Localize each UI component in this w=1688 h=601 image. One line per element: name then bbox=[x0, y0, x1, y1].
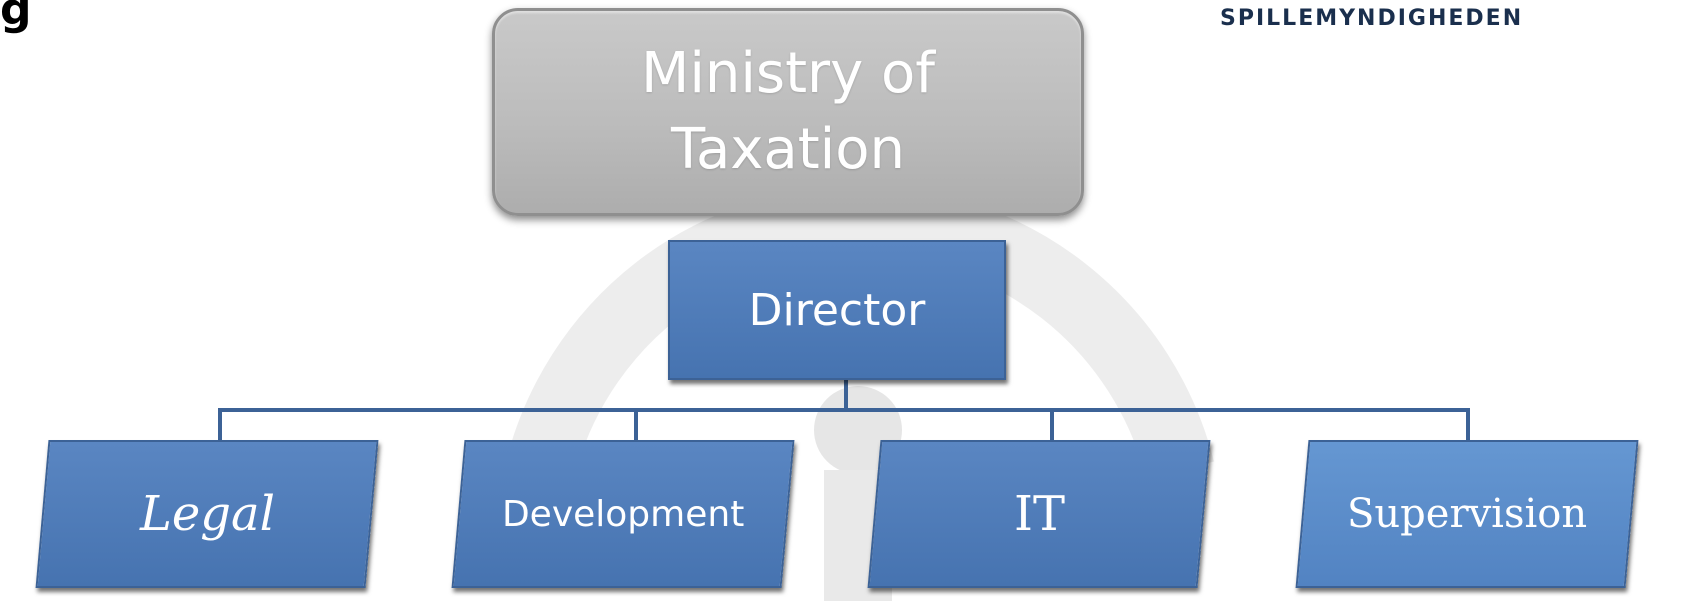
ministry-box: Ministry of Taxation bbox=[492, 8, 1084, 216]
dept-label-development: Development bbox=[501, 493, 745, 535]
dept-box-it: IT bbox=[867, 440, 1211, 588]
brand-logo-text: SPILLEMYNDIGHEDEN bbox=[1220, 6, 1524, 31]
director-box: Director bbox=[668, 240, 1006, 380]
director-label: Director bbox=[748, 284, 926, 336]
dept-box-supervision: Supervision bbox=[1295, 440, 1639, 588]
ministry-label: Ministry of Taxation bbox=[641, 41, 935, 182]
slide-title-partial: g bbox=[0, 0, 32, 35]
watermark-ring bbox=[506, 185, 1214, 479]
dept-box-legal: Legal bbox=[35, 440, 379, 588]
dept-label-it: IT bbox=[1013, 486, 1065, 542]
dept-label-legal: Legal bbox=[139, 486, 275, 542]
dept-label-supervision: Supervision bbox=[1346, 491, 1588, 537]
dept-box-development: Development bbox=[451, 440, 795, 588]
